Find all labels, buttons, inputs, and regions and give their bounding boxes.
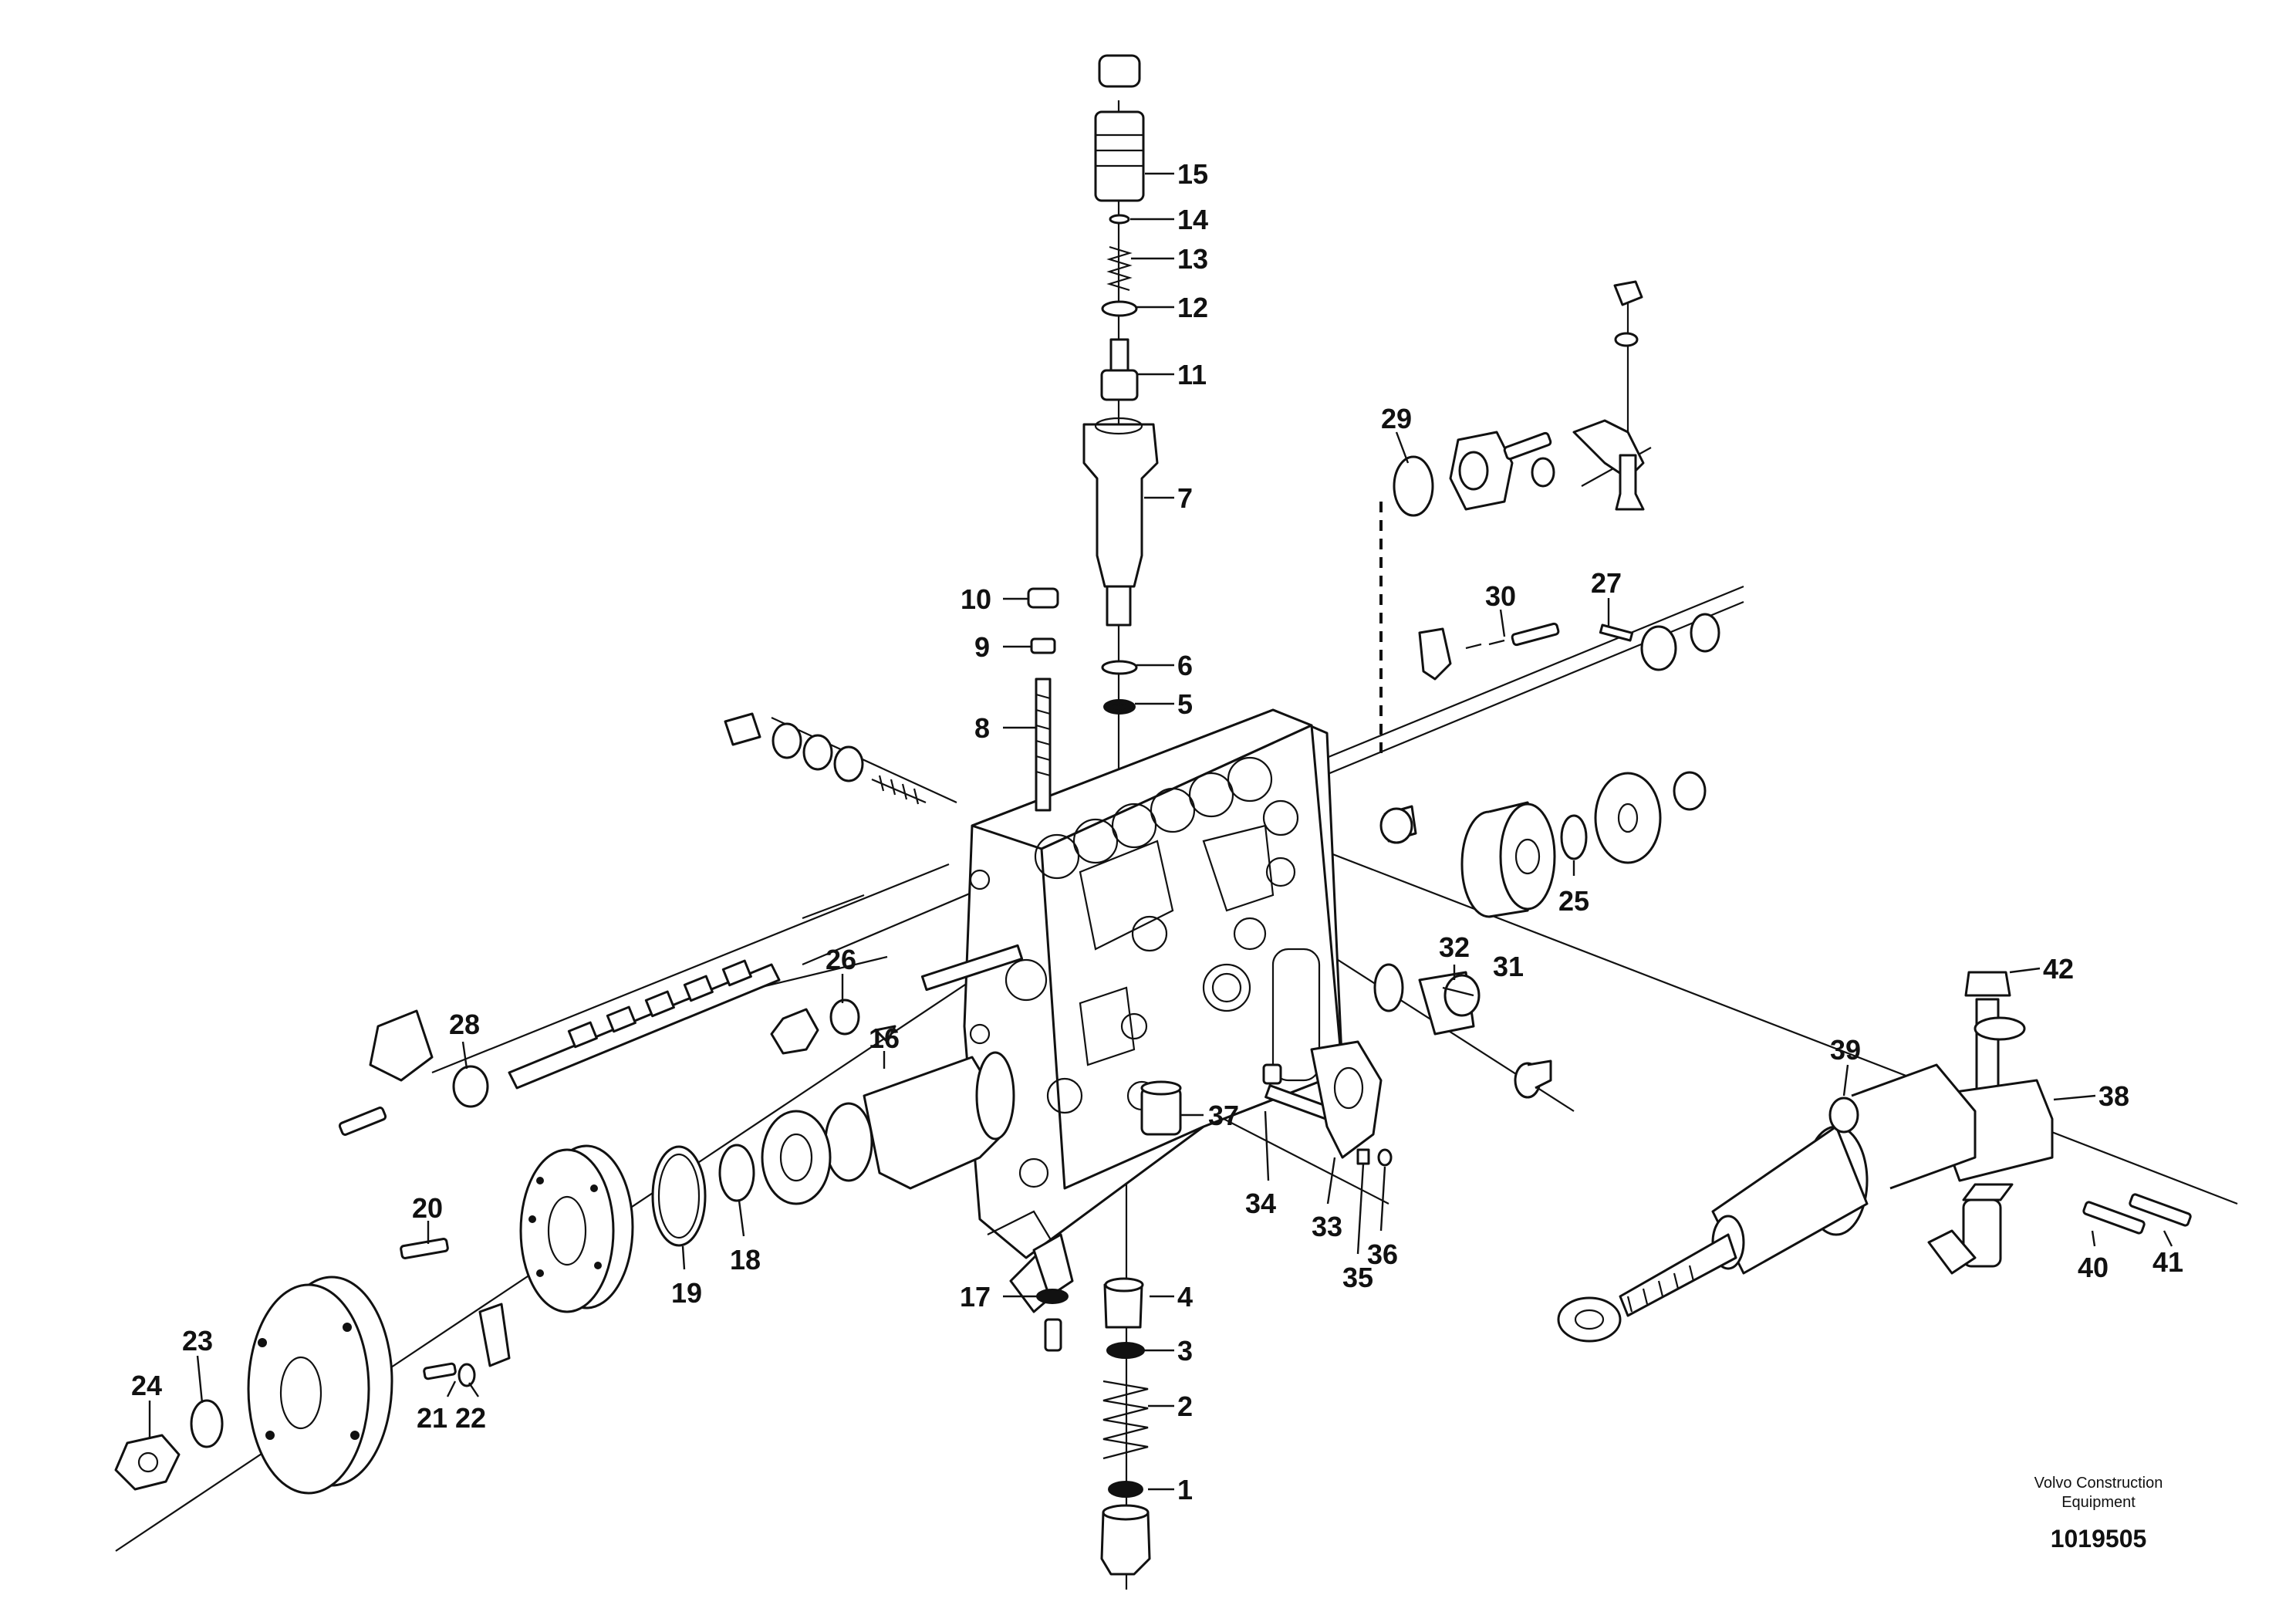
label-4: 4 [1177,1281,1193,1313]
brand-line-1: Volvo Construction [2034,1475,2163,1492]
label-41: 41 [2152,1246,2183,1278]
brand-line-2: Equipment [2061,1494,2136,1511]
label-20: 20 [412,1192,443,1224]
label-15: 15 [1177,158,1208,190]
label-12: 12 [1177,292,1208,323]
label-17: 17 [960,1281,991,1313]
camshaft [651,1051,1015,1247]
label-40: 40 [2078,1252,2109,1283]
label-2: 2 [1177,1391,1193,1422]
label-33: 33 [1312,1211,1342,1242]
label-8: 8 [974,712,990,744]
label-6: 6 [1177,650,1193,681]
solenoid-assembly [1557,971,2192,1343]
plug-and-pins [770,944,1024,1055]
label-21: 21 [417,1402,447,1434]
label-14: 14 [1177,204,1208,235]
label-26: 26 [826,944,856,975]
left-upper-fittings [724,712,927,805]
label-23: 23 [182,1325,213,1357]
label-39: 39 [1830,1034,1861,1066]
label-11: 11 [1177,359,1207,390]
label-18: 18 [730,1244,761,1276]
label-42: 42 [2043,953,2074,985]
label-31: 31 [1493,951,1524,982]
label-1: 1 [1177,1474,1193,1505]
label-9: 9 [974,631,990,663]
right-side-parts [1373,613,1720,1099]
control-rod [338,959,781,1136]
label-32: 32 [1439,931,1470,963]
lower-small-parts [1140,1040,1393,1167]
label-24: 24 [131,1370,162,1401]
tappet-stack [1009,1233,1151,1576]
label-30: 30 [1485,580,1516,612]
coupling-flange [114,1144,634,1495]
top-right-assembly [1393,280,1645,517]
label-7: 7 [1177,482,1193,514]
label-3: 3 [1177,1335,1193,1367]
label-34: 34 [1245,1188,1276,1219]
label-29: 29 [1381,403,1412,434]
label-13: 13 [1177,243,1208,275]
label-5: 5 [1177,688,1193,720]
label-38: 38 [2098,1080,2129,1112]
part-callouts: 15 14 13 12 11 7 6 5 10 9 8 4 3 2 1 17 3… [131,158,2183,1505]
delivery-valve-stack [1082,54,1159,715]
label-36: 36 [1367,1238,1398,1270]
label-25: 25 [1558,885,1589,917]
document-number: 1019505 [2051,1525,2147,1553]
pump-housing [963,708,1344,1259]
title-block: Volvo Construction Equipment 1019505 [2034,1475,2163,1553]
label-19: 19 [671,1277,702,1309]
label-27: 27 [1591,567,1622,599]
label-16: 16 [869,1022,900,1054]
label-10: 10 [961,583,991,615]
stud-washer-nut [1027,587,1059,812]
label-22: 22 [455,1402,486,1434]
label-37: 37 [1208,1100,1239,1131]
label-35: 35 [1342,1262,1373,1293]
label-28: 28 [449,1009,480,1040]
